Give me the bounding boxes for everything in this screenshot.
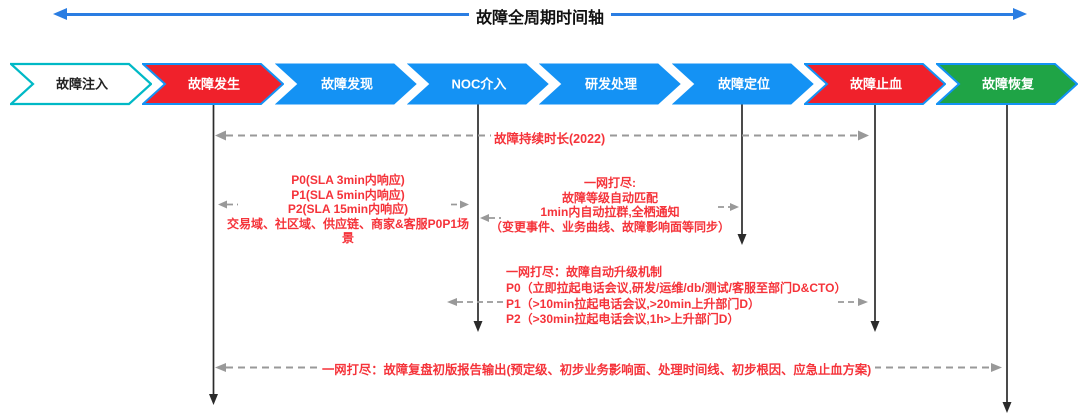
drop-arrow-fault-occurrence: [209, 104, 218, 405]
annotation-line: 1min内自动拉群,全栖通知: [540, 205, 680, 220]
drop-arrow-fault-mitigation: [870, 104, 880, 332]
annotation-line: P2(SLA 15min内响应): [287, 202, 409, 217]
stage-fault-localization: 故障定位: [671, 63, 814, 105]
stage-dev-handling: 研发处理: [539, 63, 681, 105]
annotation-escalation-block: 一网打尽：故障自动升级机制 P0（立即拉起电话会议,研发/运维/db/测试/客服…: [506, 265, 846, 328]
annotation-line: P1(SLA 5min内响应): [291, 187, 405, 202]
annotation-line: P0（立即拉起电话会议,研发/运维/db/测试/客服至部门D&CTO）: [506, 280, 847, 295]
annotation-line: 交易域、社区域、供应链、商家&客服P0P1场景: [226, 216, 470, 246]
stage-fault-injection: 故障注入: [10, 62, 152, 106]
annotation-review-report: 一网打尽：故障复盘初版报告输出(预定级、初步业务影响面、处理时间线、初步根因、应…: [318, 360, 876, 378]
annotation-line: P0(SLA 3min内响应): [291, 173, 405, 187]
stage-fault-recovery: 故障恢复: [936, 63, 1079, 105]
stage-label: 故障发现: [321, 77, 373, 92]
stage-label: 故障注入: [56, 77, 108, 92]
annotation-line: 一网打尽：故障自动升级机制: [506, 265, 663, 279]
stage-fault-mitigation: 故障止血: [803, 63, 946, 105]
axis-arrow-left-icon: [53, 8, 67, 20]
escalation-block-connectors: [447, 298, 868, 306]
drop-arrow-fault-recovery: [1002, 104, 1012, 413]
drop-arrow-noc-intervention: [473, 104, 483, 332]
annotation-line: 故障等级自动匹配: [561, 190, 658, 205]
stage-fault-detection: 故障发现: [274, 63, 417, 105]
auto-match-block-connectors: [480, 203, 739, 222]
stage-noc-intervention: NOC介入: [406, 63, 549, 105]
stage-label: 故障止血: [850, 77, 902, 92]
annotation-line: （变更事件、业务曲线、故障影响面等同步）: [489, 219, 730, 234]
annotation-line: P1（>10min拉起电话会议,>20min上升部门D）: [506, 296, 761, 311]
annotation-line: P2（>30min拉起电话会议,1h>上升部门D）: [506, 312, 740, 327]
stage-label: NOC介入: [451, 77, 506, 92]
stage-fault-occurrence: 故障发生: [142, 63, 285, 105]
drop-arrow-fault-localization: [737, 104, 747, 245]
stage-label: 故障定位: [717, 77, 769, 92]
stage-label: 故障恢复: [982, 77, 1035, 92]
annotation-line: 一网打尽:: [584, 176, 636, 190]
stage-label: 故障发生: [188, 77, 240, 92]
annotation-fault-duration: 故障持续时长(2022): [491, 128, 609, 147]
axis-arrow-right-icon: [1013, 8, 1027, 20]
page-title: 故障全周期时间轴: [468, 4, 612, 28]
annotation-sla-block: P0(SLA 3min内响应) P1(SLA 5min内响应) P2(SLA 1…: [223, 173, 473, 246]
stage-label: 研发处理: [585, 77, 637, 92]
annotation-auto-match-block: 一网打尽: 故障等级自动匹配 1min内自动拉群,全栖通知 （变更事件、业务曲线…: [486, 176, 734, 234]
sla-block-connectors: [218, 200, 469, 209]
